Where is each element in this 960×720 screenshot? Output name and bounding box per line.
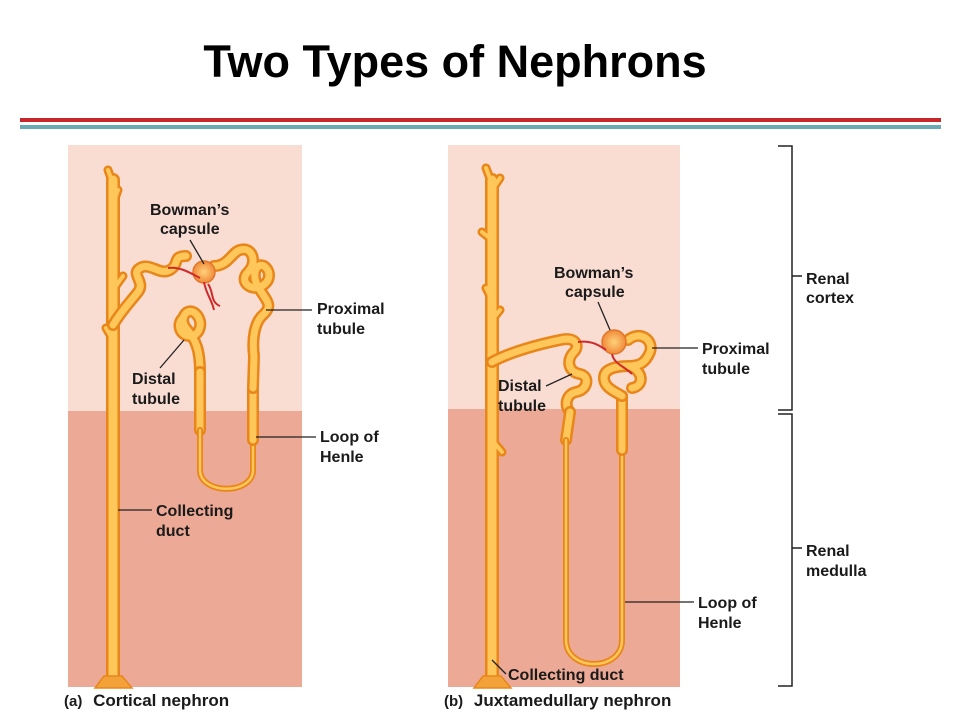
- caption-b-letter: (b): [444, 693, 463, 710]
- label-a-bowmans-line1: Bowman’s: [150, 202, 230, 219]
- panel-a-loop-of-henle: [194, 366, 259, 492]
- label-a-loop-line2: Henle: [320, 449, 364, 466]
- panel-b-bowmans-capsule: [577, 329, 633, 375]
- label-a-distal-line1: Distal: [132, 371, 176, 388]
- panel-b-nephron: [472, 163, 657, 689]
- label-renal-cortex-line2: cortex: [806, 290, 854, 307]
- label-b-bowmans-line2: capsule: [565, 284, 625, 301]
- panel-a-labels: Bowman’s capsule Proximal tubule Distal …: [118, 202, 385, 540]
- title-rule-teal: [20, 125, 941, 129]
- label-a-collecting-line2: duct: [156, 523, 190, 540]
- region-brackets: Renal cortex Renal medulla: [778, 145, 867, 687]
- panel-a-medulla: [68, 411, 302, 687]
- slide-title: Two Types of Nephrons: [203, 36, 707, 87]
- label-renal-cortex-line1: Renal: [806, 271, 850, 288]
- label-b-loop-line2: Henle: [698, 615, 742, 632]
- panel-b-loop-of-henle: [563, 390, 628, 667]
- caption-a-text: Cortical nephron: [93, 691, 229, 710]
- label-renal-medulla-line1: Renal: [806, 543, 850, 560]
- panel-a-collecting-duct: [93, 165, 134, 689]
- label-a-loop-line1: Loop of: [320, 429, 379, 446]
- panel-b-collecting-duct: [472, 163, 513, 689]
- title-rule-red: [20, 118, 941, 122]
- caption-a: (a) Cortical nephron: [64, 691, 229, 710]
- label-b-distal-line1: Distal: [498, 378, 542, 395]
- panel-b-labels: Bowman’s capsule Proximal tubule Distal …: [491, 265, 770, 684]
- label-b-distal-line2: tubule: [498, 398, 546, 415]
- cortex-bracket: [778, 145, 802, 411]
- label-a-proximal-line2: tubule: [317, 321, 365, 338]
- label-renal-medulla-line2: medulla: [806, 563, 867, 580]
- panel-a-proximal-tubule: [208, 243, 275, 394]
- panel-b-distal-tubule: [486, 333, 593, 446]
- label-a-proximal-line1: Proximal: [317, 301, 385, 318]
- label-b-collecting: Collecting duct: [508, 667, 624, 684]
- label-b-loop-line1: Loop of: [698, 595, 757, 612]
- caption-b-text: Juxtamedullary nephron: [474, 691, 671, 710]
- label-b-proximal-line2: tubule: [702, 361, 750, 378]
- medulla-bracket: [778, 413, 802, 687]
- panel-a-distal-tubule: [107, 250, 207, 378]
- label-b-bowmans-line1: Bowman’s: [554, 265, 634, 282]
- panel-a-bowmans-capsule: [167, 260, 221, 311]
- label-a-distal-line2: tubule: [132, 391, 180, 408]
- caption-a-letter: (a): [64, 693, 82, 710]
- caption-b: (b) Juxtamedullary nephron: [444, 691, 671, 710]
- panel-b-proximal-tubule: [598, 329, 657, 402]
- label-a-bowmans-line2: capsule: [160, 221, 220, 238]
- label-a-collecting-line1: Collecting: [156, 503, 233, 520]
- label-b-proximal-line1: Proximal: [702, 341, 770, 358]
- captions: (a) Cortical nephron (b) Juxtamedullary …: [64, 691, 671, 710]
- panel-a-nephron: [93, 165, 275, 689]
